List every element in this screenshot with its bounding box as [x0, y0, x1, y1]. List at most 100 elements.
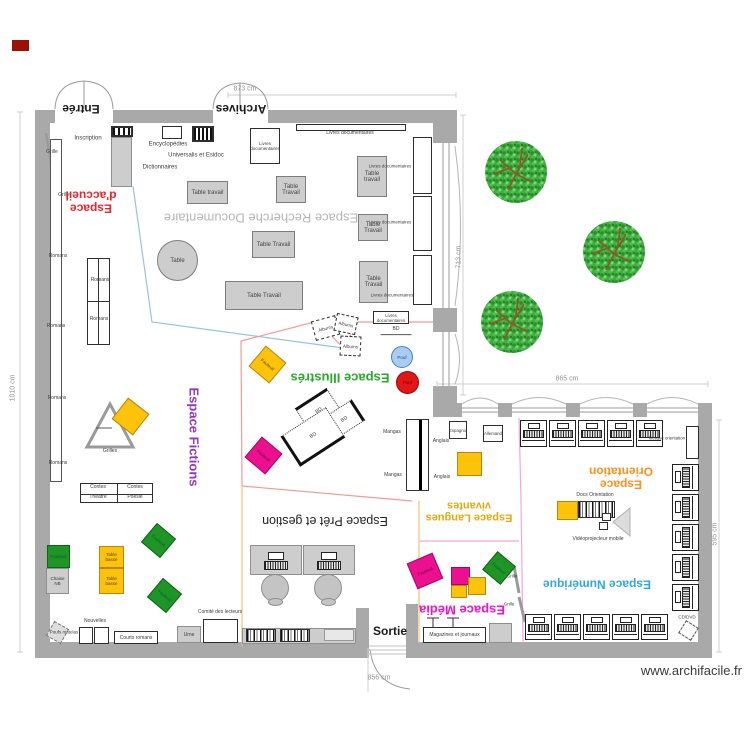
dim-right: 713 cm [455, 245, 463, 269]
pc-desk-ori-1 [520, 420, 547, 447]
comite-box [203, 619, 238, 643]
livres-doc-shelf-r2 [413, 196, 432, 251]
table-travail-7: Table Travail [225, 281, 303, 310]
table-travail-3: Table travail [357, 156, 387, 197]
chaise-nb: Chaise NB [46, 568, 69, 594]
livres-doc-label-corner: Livres documentaires [250, 140, 280, 151]
anglais-label-1: Anglais [432, 438, 450, 445]
magazines-rack: Magazines et journaux [423, 627, 486, 643]
trees [480, 140, 646, 354]
table-travail-6: Table Travail [359, 261, 388, 303]
theatre-cell: Théâtre [89, 494, 107, 501]
nouvelles-box-2 [94, 627, 109, 644]
wall-bottom-left [35, 642, 356, 658]
videoprojector-box-2 [599, 522, 608, 530]
wall-top-mid [113, 110, 213, 123]
romans-wall-shelf [50, 139, 62, 482]
pc-desk-num-2 [554, 614, 581, 640]
romans-label-shelf-1: Romans [90, 277, 110, 284]
romans-label-wall-3: Romans [47, 395, 67, 402]
docs-orientation-seat [557, 501, 578, 520]
fauteuil-yellow-fictions [111, 397, 150, 436]
comite-label: Comité des lecteurs [197, 609, 243, 616]
cddvd-bin [678, 620, 699, 641]
contes-table [80, 483, 153, 503]
office-chair-2-base [321, 598, 336, 606]
pc-desk-ori-5 [636, 420, 663, 447]
bd-sign: BD [380, 326, 412, 335]
grille-label-2: Grille [58, 192, 70, 199]
grille-label-media-2: Grille [503, 601, 515, 607]
pouf-yellow-media-1 [451, 585, 467, 598]
livres-doc-label-r1: Livres documentaires [368, 163, 412, 169]
livres-doc-corner-shelf [250, 128, 280, 164]
pc-desk-wall-4 [672, 554, 699, 581]
table-travail-5: Table Travail [252, 231, 295, 258]
pc-desk-num-4 [612, 614, 639, 640]
keyboard-icon [317, 561, 341, 570]
watermark: www.archifacile.fr [640, 663, 742, 678]
nouvelles-box-1 [79, 627, 93, 644]
pc-desk-wall-2 [672, 494, 699, 521]
poesie-cell: Poésie [127, 494, 143, 501]
archifacile-logo [12, 40, 29, 51]
encyclopedies-shelf [162, 126, 182, 139]
magazine-rack-icon [427, 617, 459, 627]
universalis-label: Universalis et Esidoc [168, 152, 224, 159]
poufs-matelas-label: Poufs matelas [49, 629, 79, 635]
videoprojector-beam-icon [612, 506, 631, 538]
wing-wall-post-3 [633, 403, 647, 417]
dim-wing-top: 865 cm [555, 375, 579, 383]
table-travail-4: Table Travail [358, 214, 388, 241]
wall-bottom-right [412, 642, 712, 658]
pc-desk-wall-3 [672, 524, 699, 551]
door-label-sortie: Sortie [372, 624, 408, 638]
windows [442, 143, 699, 413]
wing-wall-corner [433, 403, 462, 417]
universalis-station [192, 126, 214, 142]
livres-doc-label-r3: Livres documentaires [370, 292, 414, 298]
romans-label-wall-1: Romans [48, 253, 68, 260]
gestion-tray-box [324, 629, 354, 641]
livres-doc-box-corner2: Livres documentaires [373, 311, 409, 324]
fauteuil-green-diamond-1: Fauteuil [140, 522, 177, 559]
livres-doc-label-r2: Livres documentaires [368, 219, 412, 225]
fauteuil-green-media: Fauteuil [482, 551, 516, 585]
pc-desk-wall-1 [672, 464, 699, 491]
wall-left [35, 110, 50, 655]
wing-wall-post-2 [566, 403, 580, 417]
contes-cell-2: Contes [127, 484, 143, 491]
wall-wing-right [698, 417, 712, 658]
table-travail-2: Table Travail [276, 176, 306, 203]
courts-romans-box: Courts romans [114, 631, 158, 644]
zone-label-orientation: Espace Orientation [588, 464, 654, 492]
wall-sortie-stub-left [356, 608, 369, 658]
grille-label-1: Grille [46, 149, 58, 156]
door-label-archives: Archives [215, 102, 267, 116]
table-travail-1: Table travail [187, 181, 228, 204]
romans-double-shelf [87, 258, 110, 345]
pc-desk-num-3 [583, 614, 610, 640]
zone-label-fictions: Espace Fictions [186, 387, 202, 487]
mangas-label-2: Mangas [384, 472, 402, 479]
zone-label-recherche: Espace Recherche Documentaire [163, 210, 359, 226]
inscription-desk [111, 137, 132, 187]
table-basse-1: Table basse [99, 546, 124, 568]
pc-desk-ori-4 [607, 420, 634, 447]
pouf-red: Pouf [396, 371, 419, 394]
wall-window-post-2 [433, 308, 457, 332]
media-table [489, 623, 512, 643]
table-ronde: Table [157, 240, 198, 281]
keyboard-icon [264, 561, 288, 570]
fauteuil-magenta-illustres: Fauteuil [244, 436, 283, 475]
nouvelles-label: Nouvelles [84, 618, 106, 625]
pouf-yellow-langues [457, 452, 482, 476]
dim-wing-right: 595 cm [711, 522, 719, 546]
wing-wall-post-4 [698, 403, 712, 417]
dim-bottom: 856 cm [367, 674, 391, 682]
grilles-label: Grilles [102, 448, 118, 455]
pc-desk-wall-5 [672, 584, 699, 611]
urne-box: Urne [177, 626, 201, 643]
wall-window-post-1 [433, 123, 457, 143]
table-basse-2: Table basse [99, 568, 124, 594]
